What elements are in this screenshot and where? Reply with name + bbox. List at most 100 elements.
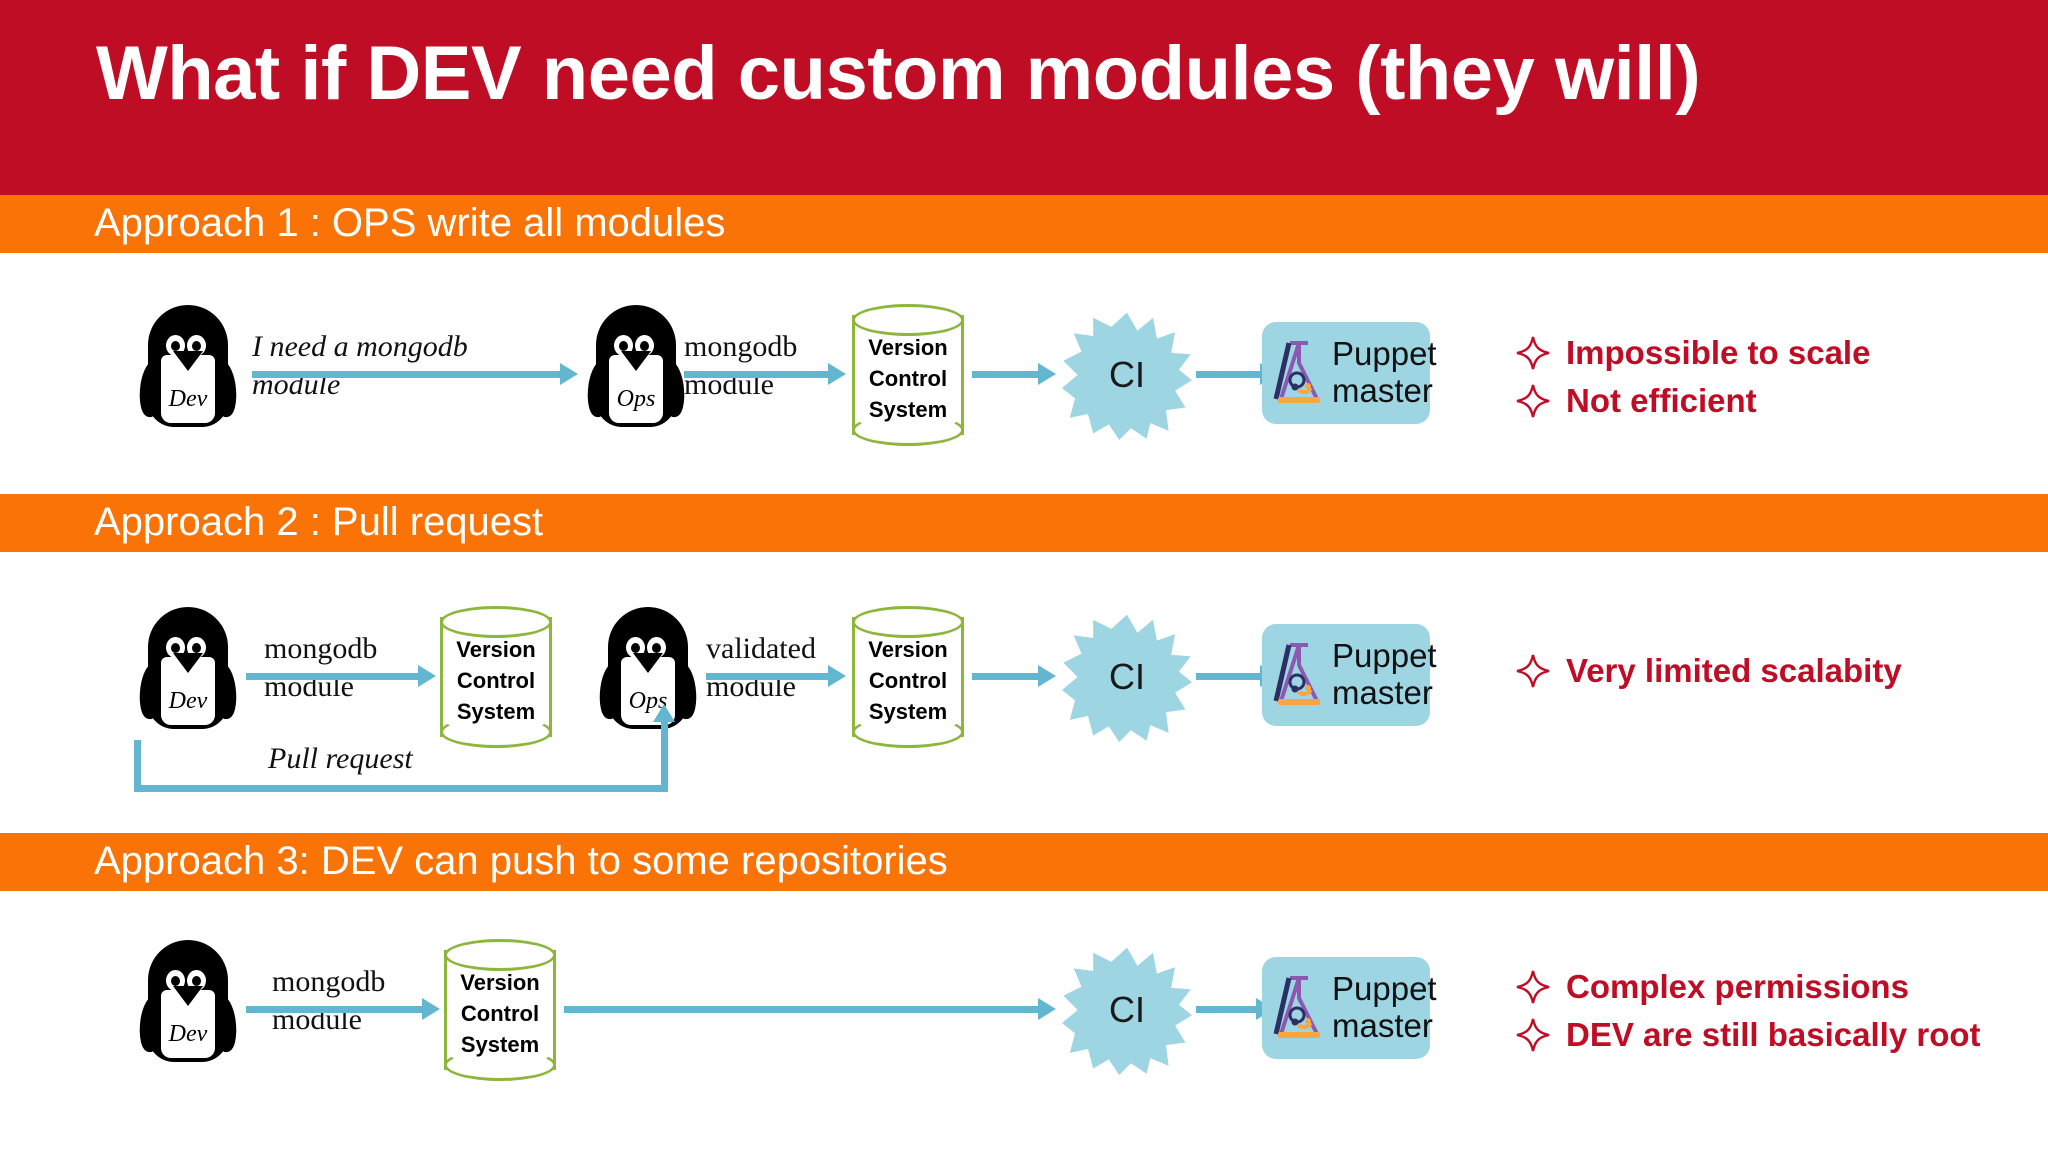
bullet-list-row2: Very limited scalabity xyxy=(1516,652,1902,700)
arrow-head-dev-to-vcs-row3 xyxy=(422,998,440,1020)
cylinder-top-ellipse xyxy=(440,606,552,638)
penguin-left-pupil xyxy=(171,976,180,986)
bullet-label: Complex permissions xyxy=(1566,968,1909,1005)
penguin-label: Dev xyxy=(168,385,208,412)
bullet-label: Not efficient xyxy=(1566,382,1757,419)
ci-starburst-row2: CI xyxy=(1062,612,1192,742)
arrow-head-dev-to-vcs-row2 xyxy=(418,665,436,687)
penguin-left-eye xyxy=(166,637,185,658)
arrow-head-vcs-to-ci-row3 xyxy=(1038,998,1056,1020)
four-point-star-icon xyxy=(1516,654,1550,688)
bullet-label: Impossible to scale xyxy=(1566,334,1871,371)
four-point-star-icon xyxy=(1516,970,1550,1004)
pull-request-line-down xyxy=(134,740,141,792)
four-point-star-icon xyxy=(1516,336,1550,370)
puppet-master-row2: Puppet master xyxy=(1262,624,1437,726)
arrow-head-vcs2-to-ci-row2 xyxy=(1038,665,1056,687)
puppet-flask-icon xyxy=(1273,643,1321,705)
ci-label: CI xyxy=(1109,989,1145,1030)
cylinder-top-ellipse xyxy=(852,304,964,336)
penguin-left-pupil xyxy=(171,643,180,653)
starburst-icon xyxy=(1062,312,1192,440)
section-1-label: Approach 1 : OPS write all modules xyxy=(94,201,726,245)
ci-starburst-row1: CI xyxy=(1062,310,1192,440)
ci-label: CI xyxy=(1109,354,1145,395)
puppet-flask-icon xyxy=(1273,341,1321,403)
vcs-label: Version Control System xyxy=(868,335,948,423)
vcs-label: Version Control System xyxy=(868,637,948,725)
penguin-left-eye xyxy=(614,335,633,356)
arrow-head-pull-request xyxy=(653,704,675,722)
edge-label-mongodb-module-row1: mongodb module xyxy=(684,330,798,402)
arrow-ops-to-vcs-row1 xyxy=(684,371,828,378)
penguin-left-eye xyxy=(626,637,645,658)
penguin-ops-row1: Ops xyxy=(584,305,688,433)
arrow-head-dev-to-ops-row1 xyxy=(560,363,578,385)
bullet-label: Very limited scalabity xyxy=(1566,652,1902,689)
four-point-star-icon xyxy=(1516,1018,1550,1052)
arrow-vcs-to-ci-row3 xyxy=(564,1006,1038,1013)
bullet-label: DEV are still basically root xyxy=(1566,1016,1981,1053)
bullet-list-row3: Complex permissions DEV are still basica… xyxy=(1516,968,1981,1064)
bullet-item: Very limited scalabity xyxy=(1516,652,1902,690)
edge-label-mongodb-module-row3: mongodb module xyxy=(272,965,386,1037)
section-header-1: Approach 1 : OPS write all modules xyxy=(0,195,2048,253)
bullet-item: Not efficient xyxy=(1516,382,1870,420)
vcs-cylinder-2-row2: Version Control System xyxy=(852,606,964,748)
arrow-ci-to-puppet-row3 xyxy=(1196,1006,1256,1013)
arrow-head-ops-to-vcs2-row2 xyxy=(828,665,846,687)
penguin-beak-icon xyxy=(173,351,203,371)
arrow-ops-to-vcs2-row2 xyxy=(706,673,828,680)
vcs-label: Version Control System xyxy=(460,970,540,1058)
bullet-item: Complex permissions xyxy=(1516,968,1981,1006)
section-header-3: Approach 3: DEV can push to some reposit… xyxy=(0,833,2048,891)
penguin-left-eye xyxy=(166,335,185,356)
penguin-label: Dev xyxy=(168,687,208,714)
pull-request-line-horizontal xyxy=(134,785,668,792)
arrow-ci-to-puppet-row2 xyxy=(1196,673,1260,680)
arrow-head-ops-to-vcs-row1 xyxy=(828,363,846,385)
penguin-beak-icon xyxy=(173,653,203,673)
penguin-right-pupil xyxy=(192,341,201,351)
puppet-master-label: Puppet master xyxy=(1332,637,1437,711)
section-2-label: Approach 2 : Pull request xyxy=(94,500,544,544)
arrow-dev-to-vcs-row3 xyxy=(246,1006,422,1013)
arrow-vcs2-to-ci-row2 xyxy=(972,673,1038,680)
cylinder-bottom-ellipse xyxy=(852,414,964,446)
starburst-icon xyxy=(1062,614,1192,742)
arrow-ci-to-puppet-row1 xyxy=(1196,371,1260,378)
penguin-right-pupil xyxy=(192,976,201,986)
edge-label-need-mongodb: I need a mongodb module xyxy=(252,330,468,402)
cylinder-top-ellipse xyxy=(444,939,556,971)
vcs-label: Version Control System xyxy=(456,637,536,725)
page-title: What if DEV need custom modules (they wi… xyxy=(96,31,1701,116)
vcs-cylinder-1-row2: Version Control System xyxy=(440,606,552,748)
puppet-master-label: Puppet master xyxy=(1332,970,1437,1044)
penguin-dev-row1: Dev xyxy=(136,305,240,433)
penguin-belly: Dev xyxy=(161,355,215,423)
penguin-beak-icon xyxy=(621,351,651,371)
penguin-beak-icon xyxy=(173,986,203,1006)
penguin-left-eye xyxy=(166,970,185,991)
penguin-right-eye xyxy=(635,335,654,356)
arrow-dev-to-ops-row1 xyxy=(252,371,560,378)
puppet-master-row3: Puppet master xyxy=(1262,957,1437,1059)
penguin-right-pupil xyxy=(192,643,201,653)
section-3-label: Approach 3: DEV can push to some reposit… xyxy=(94,839,948,883)
cylinder-bottom-ellipse xyxy=(440,716,552,748)
pull-request-line-up xyxy=(661,722,668,788)
four-point-star-icon xyxy=(1516,384,1550,418)
title-bar: What if DEV need custom modules (they wi… xyxy=(0,0,2048,195)
bullet-item: Impossible to scale xyxy=(1516,334,1870,372)
vcs-cylinder-row3: Version Control System xyxy=(444,939,556,1081)
arrow-vcs-to-ci-row1 xyxy=(972,371,1038,378)
penguin-right-eye xyxy=(187,637,206,658)
penguin-left-pupil xyxy=(631,643,640,653)
penguin-ops-row2: Ops xyxy=(596,607,700,735)
bullet-list-row1: Impossible to scale Not efficient xyxy=(1516,334,1870,430)
penguin-label: Ops xyxy=(616,385,656,412)
cylinder-top-ellipse xyxy=(852,606,964,638)
penguin-right-pupil xyxy=(640,341,649,351)
edge-label-pull-request: Pull request xyxy=(268,742,413,775)
